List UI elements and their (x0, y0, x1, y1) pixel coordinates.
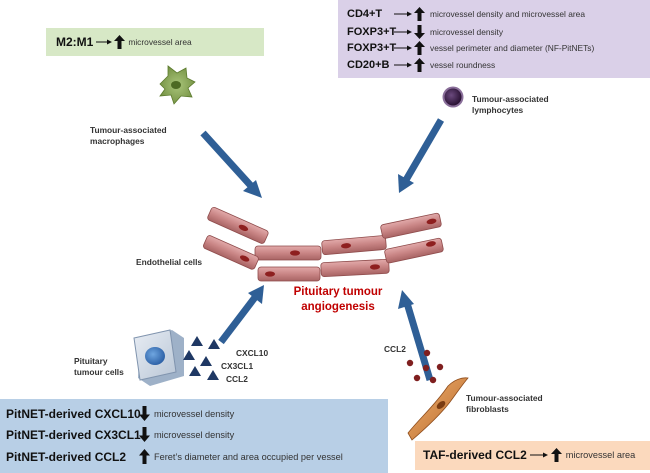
down-arrow-icon (139, 406, 150, 421)
taf-effect-text: microvessel area (565, 450, 636, 460)
lymphocytes-label: Tumour-associated lymphocytes (472, 94, 549, 115)
taf-effect-box: TAF-derived CCL2 microvessel area (415, 441, 650, 470)
right-arrow-icon (394, 45, 412, 51)
pitnet-row-2-label: PitNET-derived CX3CL1 (6, 427, 141, 442)
up-arrow-icon (414, 58, 425, 72)
right-arrow-icon (529, 452, 548, 458)
cxcl10-label: CXCL10 (236, 348, 269, 358)
pituitary-tumour-cells-label: Pituitary tumour cells (74, 356, 124, 377)
lymphocyte-row-4-label: CD20+B (347, 59, 390, 71)
right-arrow-icon (394, 62, 412, 68)
ccl2-left-label: CCL2 (226, 374, 248, 384)
ccl2-dots (406, 349, 444, 384)
lymphocyte-row-4-effect: vessel roundness (430, 60, 496, 70)
pitnet-effect-box: PitNET-derived CXCL10 microvessel densit… (0, 399, 388, 473)
up-arrow-icon (414, 7, 425, 21)
pitnet-row-3-effect: Feret’s diameter and area occupied per v… (154, 451, 343, 462)
fibroblasts-label: Tumour-associated fibroblasts (466, 393, 543, 414)
ccl2-right-label: CCL2 (384, 344, 406, 354)
fibroblast-icon (407, 377, 469, 441)
up-arrow-icon (139, 449, 150, 464)
pitnet-row-3-label: PitNET-derived CCL2 (6, 449, 127, 464)
lymphocyte-row-3-label: FOXP3+T (347, 42, 397, 54)
lymphocyte-row-2-label: FOXP3+T (347, 26, 397, 38)
down-arrow-icon (414, 25, 425, 39)
tumourcells-to-vessel-arrow (218, 285, 264, 345)
right-arrow-icon (96, 39, 113, 45)
lymphocyte-icon (442, 86, 464, 108)
pitnet-row-1-label: PitNET-derived CXCL10 (6, 406, 141, 421)
right-arrow-icon (394, 29, 412, 35)
down-arrow-icon (139, 427, 150, 442)
macrophage-icon (159, 65, 196, 105)
chemokine-triangles (183, 336, 220, 380)
macrophages-label: Tumour-associated macrophages (90, 125, 167, 146)
up-arrow-icon (114, 35, 126, 49)
lymphocyte-effect-box: CD4+T microvessel density and microvesse… (338, 0, 650, 78)
up-arrow-icon (414, 41, 425, 55)
pitnet-row-2-effect: microvessel density (154, 429, 235, 440)
right-arrow-icon (394, 11, 412, 17)
lymphocyte-row-2-effect: microvessel density (430, 27, 504, 37)
up-arrow-icon (550, 448, 562, 462)
macrophage-effect-box: M2:M1 microvessel area (46, 28, 264, 56)
blood-vessel-icon (203, 206, 444, 282)
macrophage-ratio-label: M2:M1 (56, 35, 94, 49)
taf-ccl2-label: TAF-derived CCL2 (423, 448, 527, 462)
cx3cl1-label: CX3CL1 (221, 361, 254, 371)
lymphocyte-row-1-effect: microvessel density and microvessel area (430, 9, 585, 19)
lymphocyte-row-3-effect: vessel perimeter and diameter (NF-PitNET… (430, 43, 595, 53)
pitnet-row-1-effect: microvessel density (154, 408, 235, 419)
lymphocyte-to-vessel-arrow (398, 118, 445, 193)
macrophage-effect-text: microvessel area (128, 37, 192, 47)
pituitary-tumour-cell-icon (133, 329, 184, 386)
lymphocyte-row-1-label: CD4+T (347, 8, 383, 20)
endothelial-cells-label: Endothelial cells (136, 257, 203, 267)
central-angiogenesis-label: Pituitary tumour angiogenesis (293, 286, 383, 313)
macrophage-to-vessel-arrow (200, 130, 262, 198)
